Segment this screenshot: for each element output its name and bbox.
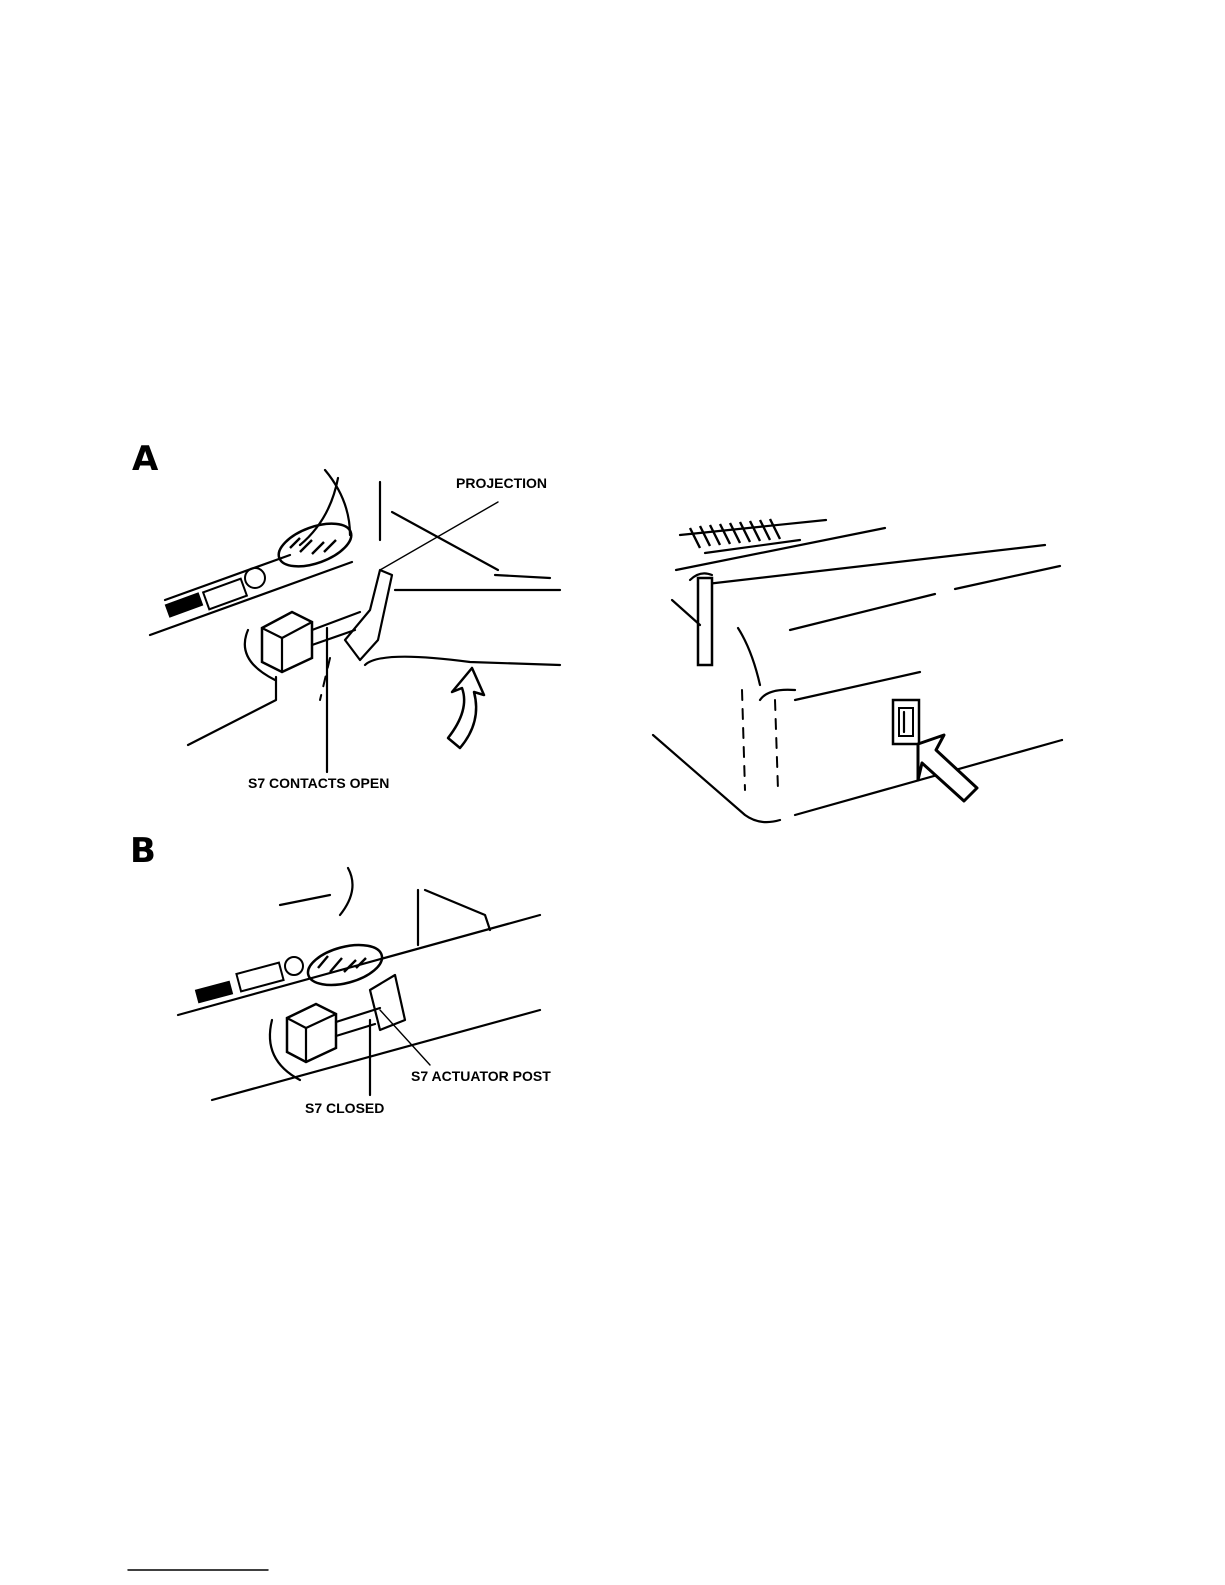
outline-pointer-arrow-icon: [918, 735, 977, 801]
panel-a-letter: A: [132, 439, 159, 479]
panel-b-gear-icon: [304, 938, 387, 992]
projection-callout: PROJECTION: [456, 475, 547, 491]
panel-b-switch-s7: [270, 975, 405, 1080]
device-housing-view: [653, 519, 1062, 822]
panel-a-base-plate: [150, 470, 498, 745]
panel-a: A: [132, 439, 560, 791]
vent-grille: [680, 519, 826, 553]
panel-b-base-plate: [178, 868, 540, 1100]
contacts-open-callout: S7 CONTACTS OPEN: [248, 775, 389, 791]
curved-up-arrow-icon: [448, 668, 484, 748]
panel-b-letter: B: [130, 831, 156, 871]
panel-b: B S7 ACTUATOR POST: [130, 831, 551, 1116]
actuator-post-callout: S7 ACTUATOR POST: [411, 1068, 551, 1084]
panel-a-actuator-arm: [320, 570, 560, 700]
rocker-switch-icon: [893, 700, 919, 744]
panel-a-switch-s7: [245, 612, 360, 680]
closed-callout: S7 CLOSED: [305, 1100, 384, 1116]
panel-a-circuit-board: [165, 555, 290, 618]
